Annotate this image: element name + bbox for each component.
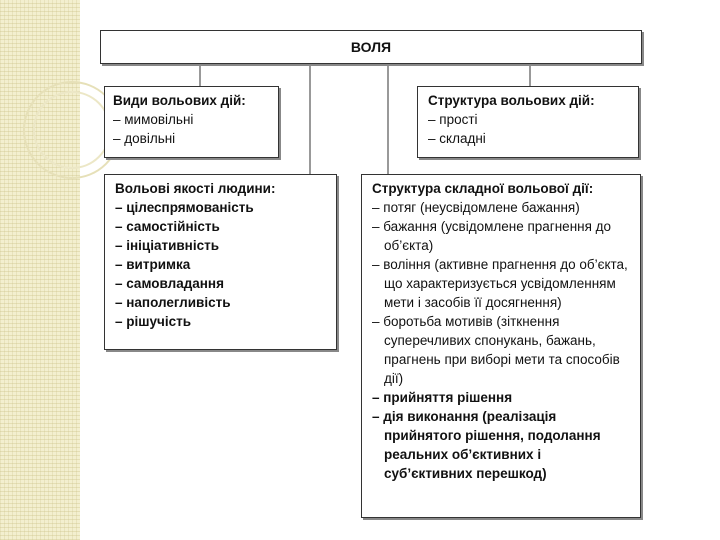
complex-item: – потяг (неусвідомлене бажання)	[372, 198, 630, 217]
complex-item: – боротьба мотивів (зіткнення суперечлив…	[372, 312, 630, 388]
types-item: – мимовільні	[113, 110, 270, 129]
complex-item: – прийняття рішення	[372, 388, 630, 407]
diagram-title: ВОЛЯ	[351, 39, 391, 55]
qualities-item: – рішучість	[115, 312, 326, 331]
qualities-box: Вольові якості людини: – цілеспрямованіс…	[104, 174, 337, 350]
structure-box: Структура вольових дій: – прості – склад…	[417, 86, 639, 158]
qualities-item: – ініціативність	[115, 236, 326, 255]
qualities-item: – наполегливість	[115, 293, 326, 312]
qualities-heading: Вольові якості людини:	[115, 179, 326, 198]
structure-heading: Структура вольових дій:	[428, 91, 628, 110]
qualities-item: – витримка	[115, 255, 326, 274]
types-heading: Види вольових дій:	[113, 91, 270, 110]
types-box: Види вольових дій: – мимовільні – довіль…	[104, 86, 279, 158]
title-box: ВОЛЯ	[100, 30, 642, 64]
complex-item: – дія виконання (реалізація прийнятого р…	[372, 407, 630, 483]
complex-heading: Структура складної вольової дії:	[372, 179, 630, 198]
complex-structure-box: Структура складної вольової дії: – потяг…	[361, 174, 641, 518]
structure-item: – складні	[428, 129, 628, 148]
qualities-item: – самовладання	[115, 274, 326, 293]
types-item: – довільні	[113, 129, 270, 148]
qualities-item: – самостійність	[115, 217, 326, 236]
structure-item: – прості	[428, 110, 628, 129]
complex-item: – бажання (усвідомлене прагнення до об’є…	[372, 217, 630, 255]
qualities-item: – цілеспрямованість	[115, 198, 326, 217]
complex-item: – воління (активне прагнення до об’єкта,…	[372, 255, 630, 312]
